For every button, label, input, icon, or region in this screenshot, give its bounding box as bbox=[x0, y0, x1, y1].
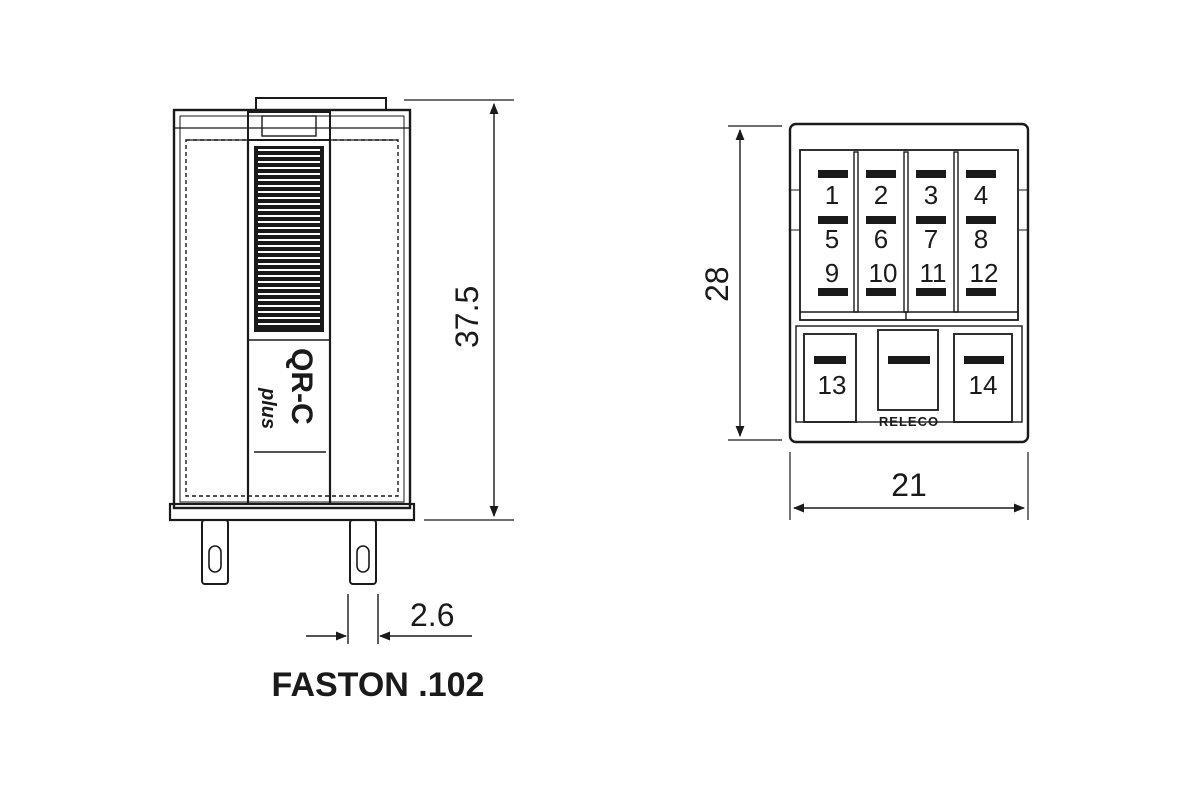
terminal-2: 2 bbox=[874, 180, 888, 210]
relay-body bbox=[172, 108, 412, 510]
pin-view-width-value: 21 bbox=[891, 467, 927, 503]
window-ribs bbox=[258, 149, 320, 325]
terminal-8: 8 bbox=[974, 224, 988, 254]
coil-terminal-13: 13 bbox=[803, 333, 857, 423]
faston-pin-right bbox=[349, 519, 377, 585]
height-dimension-value: 37.5 bbox=[449, 286, 485, 348]
faston-pin-left bbox=[201, 519, 229, 585]
terminal-12: 12 bbox=[970, 258, 999, 288]
terminal-4: 4 bbox=[974, 180, 988, 210]
top-cap bbox=[255, 97, 387, 111]
faston-caption: FASTON .102 bbox=[272, 666, 485, 704]
lever-head bbox=[247, 111, 331, 141]
terminal-3: 3 bbox=[924, 180, 938, 210]
terminal-10: 10 bbox=[869, 258, 898, 288]
terminal-11: 11 bbox=[920, 258, 947, 288]
relay-side-view: QR-C plus 37.5 2.6 FASTON .102 bbox=[168, 97, 514, 704]
contact-slots bbox=[818, 170, 996, 296]
terminal-9: 9 bbox=[825, 258, 839, 288]
terminal-5: 5 bbox=[825, 224, 839, 254]
coil-terminal-14: 14 bbox=[953, 333, 1013, 423]
terminal-1: 1 bbox=[825, 180, 839, 210]
terminal-labels: 1 2 3 4 5 6 7 8 9 10 11 12 bbox=[825, 180, 999, 288]
terminal-13: 13 bbox=[818, 370, 847, 400]
pin-view-height-value: 28 bbox=[699, 266, 735, 302]
terminal-7: 7 bbox=[924, 224, 938, 254]
contact-block bbox=[799, 149, 1019, 321]
pin-width-dimension-value: 2.6 bbox=[410, 597, 454, 633]
terminal-6: 6 bbox=[874, 224, 888, 254]
brand-label: RELECO bbox=[879, 414, 939, 429]
center-guide bbox=[877, 329, 939, 411]
terminal-14: 14 bbox=[969, 370, 998, 400]
relay-pin-view: 1 2 3 4 5 6 7 8 9 10 11 12 13 14 bbox=[699, 122, 1030, 520]
base-plate bbox=[168, 502, 416, 522]
model-sublabel: plus bbox=[257, 387, 279, 429]
model-label: QR-C bbox=[285, 348, 318, 425]
pin-view-housing bbox=[788, 122, 1030, 444]
